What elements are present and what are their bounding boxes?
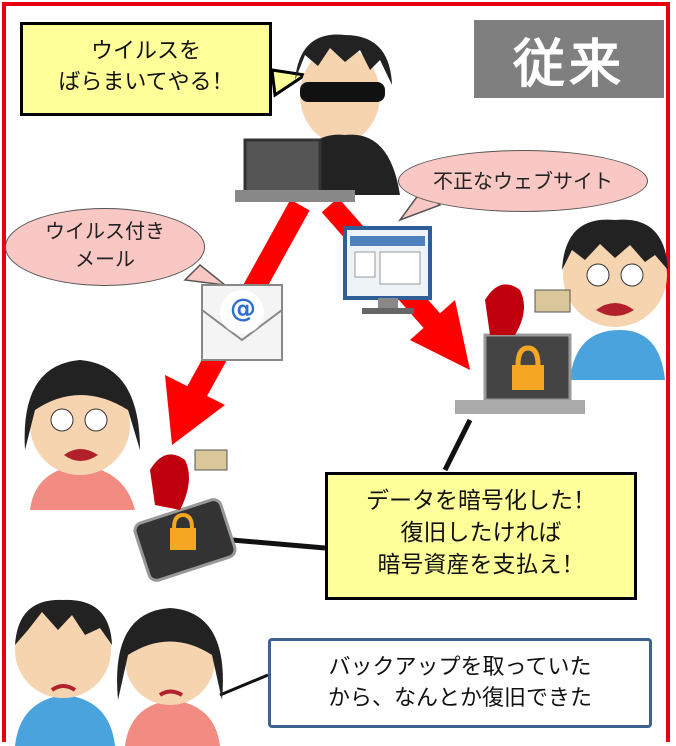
title-label: 従来 [474,20,664,98]
connector-line-phone [231,537,326,551]
ransom-note-line: 復旧したければ [400,520,562,547]
desktop-computer-icon [343,226,432,314]
site-bubble: 不正なウェブサイト [398,150,648,212]
hacker-speech-line: ウイルスを [90,39,201,64]
infected-laptop-right [455,284,585,414]
victim-woman-left [24,360,140,510]
backup-note-box: バックアップを取っていた から、なんとか復旧できた [268,638,652,728]
backup-note-line: から、なんとか復旧できた [327,685,592,711]
site-bubble-text: 不正なウェブサイト [433,169,613,193]
hacker-speech-box: ウイルスを ばらまいてやる！ [20,22,272,116]
hacker-speech-line: ばらまいてやる！ [58,69,234,95]
mail-bubble-tail [183,263,228,287]
relieved-man-bottom [15,599,115,746]
victim-man-right [562,219,668,380]
infected-smartphone [133,449,237,582]
hacker-laptop [235,138,355,202]
mail-bubble-line: メール [75,247,135,271]
relieved-woman-bottom [117,608,223,746]
email-envelope-icon [201,284,283,361]
mail-bubble-line: ウイルス付き [45,219,165,243]
mail-bubble: ウイルス付き メール [5,208,205,286]
hacker-speech-tail [270,68,310,98]
email-at-icon: @ [230,294,256,324]
backup-note-line: バックアップを取っていた [328,655,592,680]
ransom-note-line: データを暗号化した！ [366,488,596,514]
ransom-note-box: データを暗号化した！ 復旧したければ 暗号資産を支払え！ [325,472,637,600]
connector-line-backup [219,673,269,697]
ransom-note-line: 暗号資産を支払え！ [377,552,585,579]
connector-line-laptop [442,418,473,472]
